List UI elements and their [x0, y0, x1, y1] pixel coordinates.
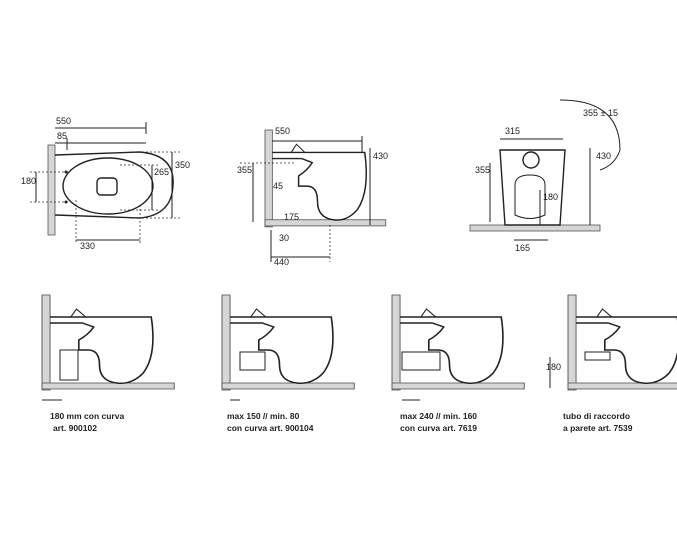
dim-85: 85 — [57, 131, 67, 141]
caption-line: 180 mm con curva — [50, 411, 125, 421]
top-view: 550 85 350 265 180 330 — [21, 116, 190, 251]
dim-315: 315 — [505, 126, 520, 136]
dim-550: 550 — [56, 116, 71, 126]
dim-355-15: 355 ± 15 — [583, 108, 618, 118]
side-view: 550 430 355 45 175 30 440 — [237, 126, 388, 267]
caption-line: con curva art. 7619 — [400, 423, 478, 433]
caption-line: art. 900102 — [53, 423, 97, 433]
dim-430: 430 — [596, 151, 611, 161]
caption-3: max 240 // min. 160 con curva art. 7619 — [400, 410, 477, 434]
dim-175: 175 — [284, 212, 299, 222]
caption-line: max 150 // min. 80 — [227, 411, 300, 421]
dim-355: 355 — [237, 165, 252, 175]
dim-165: 165 — [515, 243, 530, 253]
dim-30: 30 — [279, 233, 289, 243]
dim-330: 330 — [80, 241, 95, 251]
dim-355: 355 — [475, 165, 490, 175]
dim-180: 180 — [546, 362, 561, 372]
caption-2: max 150 // min. 80 con curva art. 900104 — [227, 410, 313, 434]
dim-265: 265 — [154, 167, 169, 177]
installation-2 — [221, 294, 356, 401]
installation-1 — [41, 294, 176, 401]
dim-45: 45 — [273, 181, 283, 191]
caption-line: max 240 // min. 160 — [400, 411, 478, 421]
dim-180: 180 — [21, 176, 36, 186]
dim-180: 180 — [543, 192, 558, 202]
installation-3 — [391, 294, 526, 401]
caption-line: a parete art. 7539 — [563, 423, 633, 433]
dim-430: 430 — [373, 151, 388, 161]
front-view: 355 ± 15 315 430 355 180 165 — [469, 99, 621, 253]
caption-line: con curva art. 900104 — [227, 423, 314, 433]
installation-4: 180 — [546, 294, 677, 391]
dim-350: 350 — [175, 160, 190, 170]
caption-line: tubo di raccordo — [563, 411, 631, 421]
caption-4: tubo di raccordo a parete art. 7539 — [563, 410, 632, 434]
dim-550: 550 — [275, 126, 290, 136]
caption-1: 180 mm con curva art. 900102 — [50, 410, 124, 434]
dim-440: 440 — [274, 257, 289, 267]
